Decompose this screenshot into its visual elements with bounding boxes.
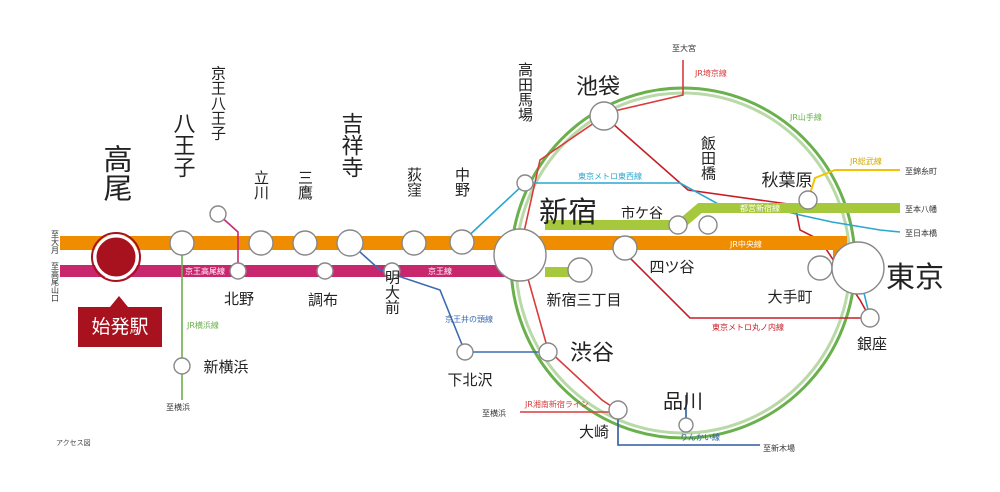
station-label-takadanobaba: 高田馬場 [516, 62, 534, 122]
line-label-chuo: JR中央線 [729, 239, 762, 249]
rinkai-line [617, 410, 760, 446]
station-label-ginza: 銀座 [857, 335, 887, 353]
line-label-keio-takao: 京王高尾線 [185, 266, 225, 276]
line-label-tozai: 東京メトロ東西線 [578, 171, 642, 181]
station-label-shibuya: 渋谷 [570, 341, 614, 366]
station-takao-ring [91, 232, 141, 282]
dest-nihonbashi: 至日本橋 [905, 228, 937, 238]
station-takadanobaba[interactable] [516, 174, 534, 192]
start-station-badge: 始発駅 [78, 307, 162, 347]
line-label-shonan-shinjuku: JR湘南新宿ライン [524, 399, 589, 409]
station-takao[interactable] [93, 234, 139, 280]
line-label-inokashira: 京王井の頭線 [445, 314, 493, 324]
station-label-takao: 高尾 [99, 144, 133, 202]
line-label-jr-yokohama: JR横浜線 [186, 320, 219, 330]
station-label-ogikubo: 荻窪 [405, 167, 423, 198]
station-shinjuku[interactable] [493, 228, 547, 282]
station-ichigaya[interactable] [668, 215, 688, 235]
dest-kinshicho: 至錦糸町 [905, 166, 937, 176]
station-label-shinjuku: 新宿 [539, 195, 597, 229]
station-tokyo[interactable] [831, 241, 885, 295]
station-kitano[interactable] [229, 262, 247, 280]
line-label-marunouchi: 東京メトロ丸ノ内線 [712, 322, 784, 332]
station-shibuya[interactable] [538, 342, 558, 362]
station-shinagawa[interactable] [678, 417, 694, 433]
line-label-toei-shinjuku: 都営新宿線 [740, 203, 780, 213]
station-tachikawa[interactable] [248, 230, 274, 256]
station-chofu[interactable] [316, 262, 334, 280]
station-keio-hachioji[interactable] [209, 205, 227, 223]
saikyo-line [519, 60, 684, 413]
station-label-meidaimae: 明大前 [383, 270, 401, 316]
keio-hachioji-branch [217, 213, 239, 271]
station-label-nakano: 中野 [453, 167, 471, 197]
station-shinyokohama[interactable] [173, 357, 191, 375]
station-yotsuya[interactable] [612, 235, 638, 261]
station-ikebukuro[interactable] [589, 101, 619, 131]
station-label-kitano: 北野 [224, 290, 254, 308]
station-label-chofu: 調布 [308, 291, 338, 309]
station-shimokitazawa[interactable] [456, 343, 474, 361]
station-label-osaki: 大崎 [579, 423, 609, 441]
dest-motoyawata: 至本八幡 [905, 204, 937, 214]
station-nakano[interactable] [449, 229, 475, 255]
station-label-ikebukuro: 池袋 [576, 75, 620, 100]
station-label-shimokitazawa: 下北沢 [447, 371, 492, 389]
sobu-line [807, 169, 900, 201]
station-label-tachikawa: 立川 [252, 170, 270, 200]
line-label-saikyo: JR埼京線 [694, 68, 727, 78]
station-otemachi[interactable] [807, 255, 833, 281]
dest-yokohama-west: 至横浜 [482, 408, 506, 418]
inokashira-line [349, 242, 548, 353]
line-label-rinkai: りんかい線 [680, 432, 720, 442]
station-label-otemachi: 大手町 [767, 288, 812, 306]
start-badge-pointer [110, 296, 128, 307]
dest-shinkiba: 至新木場 [763, 443, 795, 453]
station-label-akihabara: 秋葉原 [762, 171, 813, 191]
station-label-shinagawa: 品川 [663, 389, 703, 413]
station-label-tokyo: 東京 [886, 260, 944, 294]
station-label-ichigaya: 市ケ谷 [621, 205, 663, 222]
station-label-shinyokohama: 新横浜 [203, 358, 248, 376]
station-akihabara[interactable] [798, 190, 818, 210]
dest-omiya: 至大宮 [672, 43, 696, 53]
station-label-kichijoji: 吉祥寺 [338, 112, 364, 178]
line-label-sobu: JR総武線 [849, 156, 882, 166]
station-hachioji[interactable] [169, 230, 195, 256]
dest-takaosanguchi: 至高尾山口 [51, 262, 60, 302]
dest-otsuki: 至大月 [51, 230, 60, 255]
caption: アクセス図 [56, 439, 91, 447]
station-osaki[interactable] [608, 400, 628, 420]
station-label-hachioji: 八王子 [170, 112, 196, 178]
station-label-keio-hachioji: 京王八王子 [209, 66, 227, 141]
toei-shinjuku-line [545, 203, 900, 230]
station-meidaimae[interactable] [383, 262, 401, 280]
station-iidabashi[interactable] [698, 215, 718, 235]
station-label-yotsuya: 四ツ谷 [649, 258, 694, 276]
station-label-iidabashi: 飯田橋 [699, 136, 717, 181]
station-label-shinjuku-sanchome: 新宿三丁目 [546, 291, 621, 309]
station-ginza[interactable] [860, 308, 880, 328]
station-kichijoji[interactable] [336, 229, 364, 257]
station-shinjuku-sanchome[interactable] [567, 257, 593, 283]
station-label-mitaka: 三鷹 [296, 170, 314, 200]
line-label-yamanote: JR山手線 [789, 112, 822, 122]
station-ogikubo[interactable] [401, 230, 427, 256]
line-label-keio: 京王線 [428, 266, 452, 276]
station-mitaka[interactable] [292, 230, 318, 256]
dest-yokohama-south: 至横浜 [166, 402, 190, 412]
